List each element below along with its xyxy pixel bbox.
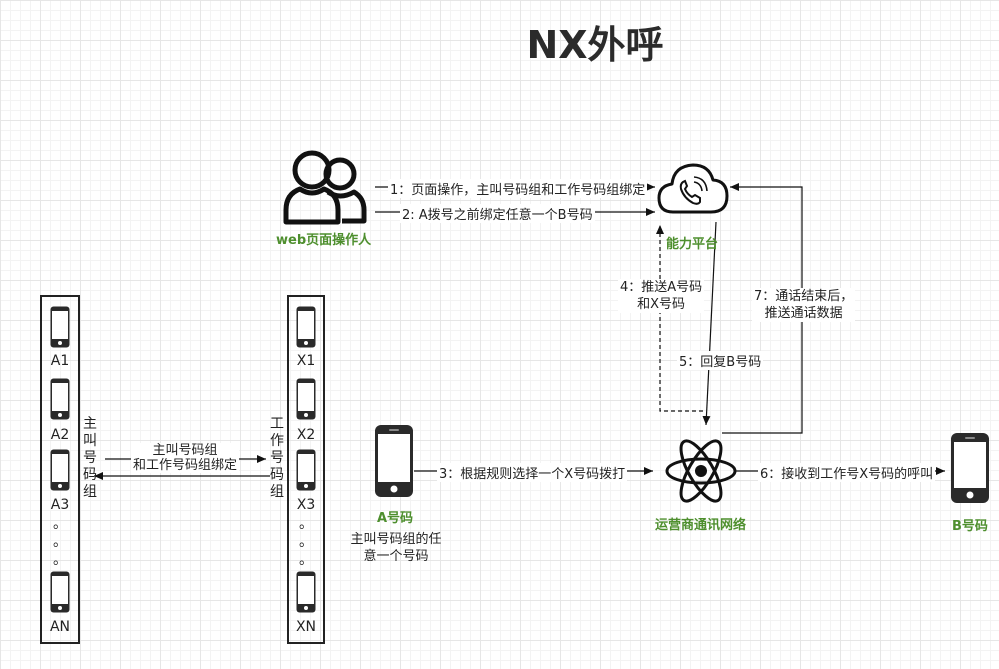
phone-icon <box>296 571 316 613</box>
group-a-label: 主叫号码组 <box>82 416 98 501</box>
network-label: 运营商通讯网络 <box>655 518 747 533</box>
web-user-label: web页面操作人 <box>276 233 372 248</box>
bind-label-line1: 主叫号码组 <box>152 443 218 458</box>
vertical-label-char: 组 <box>83 484 97 500</box>
edge-7-label-line1: 7：通话结束后， <box>754 289 854 304</box>
dot: 。 <box>299 516 313 532</box>
vertical-label-char: 主 <box>83 416 97 432</box>
dot: 。 <box>53 516 67 532</box>
phone-icon <box>296 306 316 348</box>
phone-label-x1: X1 <box>296 353 316 369</box>
vertical-label-char: 叫 <box>83 433 97 449</box>
atom-network-icon <box>665 439 737 503</box>
edge-5-label: 5：回复B号码 <box>677 351 764 370</box>
edge-4-label: 4：推送A号码 和X号码 <box>618 279 705 313</box>
edge-2-label: 2: A拨号之前绑定任意一个B号码 <box>400 204 595 223</box>
phone-icon <box>50 306 70 348</box>
vertical-label-char: 工 <box>270 416 284 432</box>
dot: 。 <box>53 534 67 550</box>
group-x-label: 工作号码组 <box>269 416 285 501</box>
bind-label: 主叫号码组 和工作号码组绑定 <box>131 443 240 473</box>
dot: 。 <box>299 534 313 550</box>
diagram-title: NX外呼 <box>526 23 664 67</box>
vertical-label-char: 码 <box>83 467 97 483</box>
dot: 。 <box>299 552 313 568</box>
phone-icon <box>296 449 316 491</box>
web-user-icon <box>283 150 367 225</box>
phone-label-an: AN <box>49 619 71 635</box>
phone-icon <box>50 449 70 491</box>
ellipsis-dots: 。 。 。 <box>40 515 80 569</box>
edge-4-line <box>656 225 703 412</box>
vertical-label-char: 号 <box>83 450 97 466</box>
phone-label-x3: X3 <box>296 497 316 513</box>
a-number-phone-icon <box>375 425 413 497</box>
b-number-phone-icon <box>951 433 989 503</box>
ellipsis-dots: 。 。 。 <box>286 515 326 569</box>
vertical-label-char: 号 <box>270 450 284 466</box>
phone-label-a2: A2 <box>50 427 70 443</box>
group-a-column <box>40 295 80 644</box>
platform-label: 能力平台 <box>666 237 719 252</box>
vertical-label-char: 码 <box>270 467 284 483</box>
phone-icon <box>296 378 316 420</box>
vertical-label-char: 作 <box>270 433 284 449</box>
a-number-desc: 主叫号码组的任意一个号码 <box>350 532 442 564</box>
a-number-label: A号码 <box>377 511 414 526</box>
edge-4-label-line2: 和X号码 <box>637 297 686 312</box>
vertical-label-char: 组 <box>270 484 284 500</box>
phone-label-xn: XN <box>295 619 317 635</box>
phone-label-x2: X2 <box>296 427 316 443</box>
phone-icon <box>50 378 70 420</box>
edge-5-line <box>702 221 717 426</box>
edge-7-label-line2: 推送通话数据 <box>764 306 843 321</box>
edge-6-label: 6：接收到工作号X号码的呼叫 <box>758 463 936 482</box>
phone-label-a1: A1 <box>50 353 70 369</box>
dot: 。 <box>53 552 67 568</box>
edge-7-label: 7：通话结束后， 推送通话数据 <box>752 288 856 322</box>
phone-icon <box>50 571 70 613</box>
edge-3-label: 3：根据规则选择一个X号码拨打 <box>437 463 628 482</box>
b-number-label: B号码 <box>952 519 988 534</box>
bind-label-line2: 和工作号码组绑定 <box>133 458 238 473</box>
cloud-phone-icon <box>657 163 729 214</box>
group-x-column <box>287 295 325 644</box>
phone-label-a3: A3 <box>50 497 70 513</box>
edge-4-label-line1: 4：推送A号码 <box>620 280 703 295</box>
edge-1-label: 1：页面操作，主叫号码组和工作号码组绑定 <box>388 179 648 198</box>
